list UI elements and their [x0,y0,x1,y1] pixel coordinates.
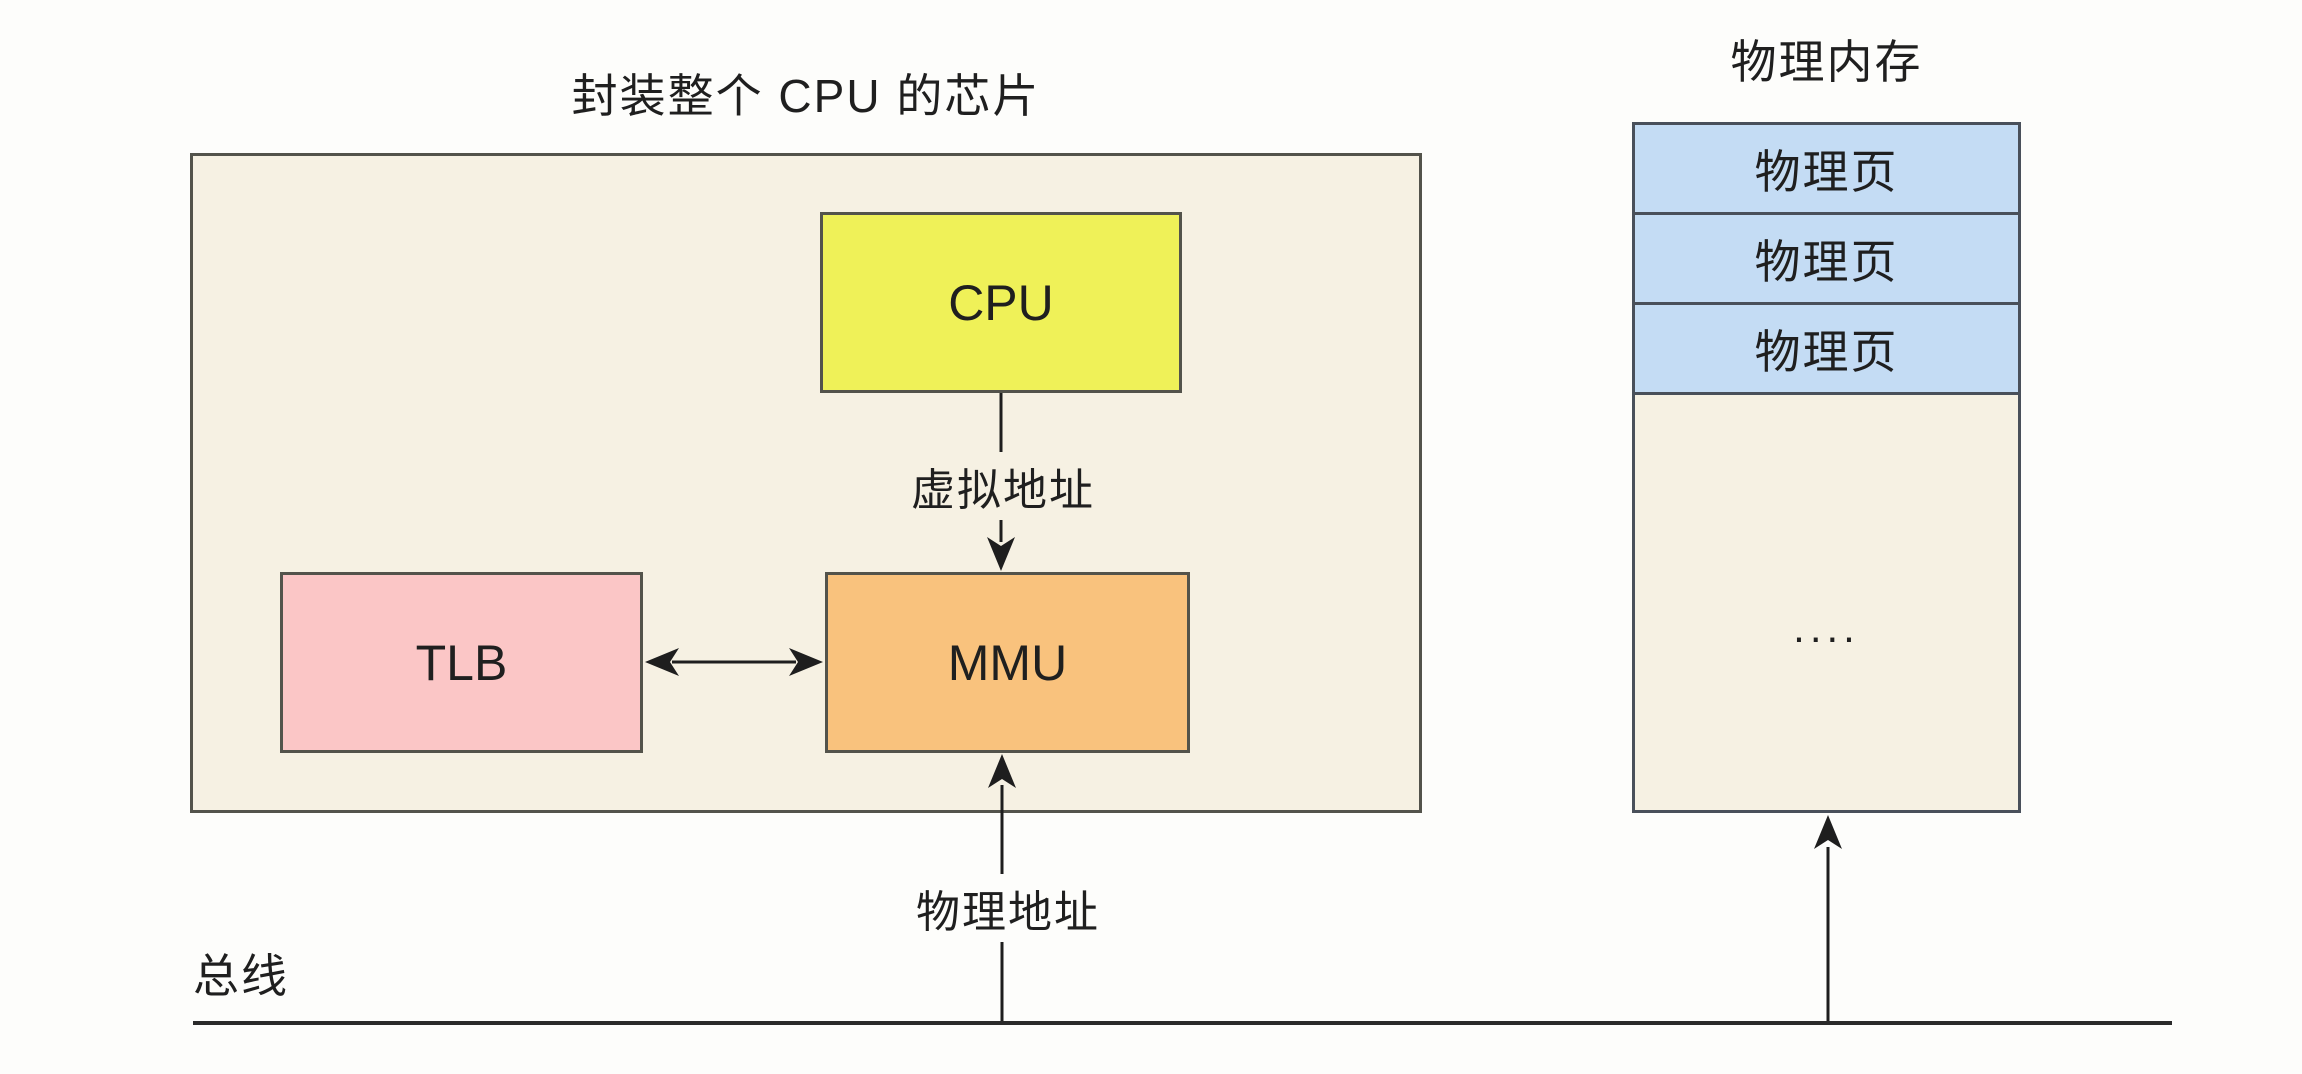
physical-page-label: 物理页 [1754,325,1899,378]
bus-to-memory-arrow [1814,815,1842,1023]
physical-page-row: 物理页 [1635,125,2018,215]
physical-memory-box: 物理页 物理页 物理页 .... [1632,122,2021,813]
cpu-node-label: CPU [948,274,1054,331]
memory-ellipsis: .... [1793,603,1860,651]
mmu-node: MMU [825,572,1190,753]
cpu-node: CPU [820,212,1182,393]
chip-title: 封装整个 CPU 的芯片 [571,70,1041,122]
tlb-node: TLB [280,572,643,753]
physical-page-row: 物理页 [1635,305,2018,395]
physical-memory-title: 物理内存 [1730,36,1923,88]
mmu-node-label: MMU [947,634,1068,691]
physical-address-label: 物理地址 [906,874,1110,942]
virtual-address-label: 虚拟地址 [901,452,1105,520]
bus-label: 总线 [193,950,289,1002]
physical-page-row: 物理页 [1635,215,2018,305]
physical-page-label: 物理页 [1754,145,1899,198]
tlb-node-label: TLB [415,634,508,691]
physical-page-label: 物理页 [1754,235,1899,288]
